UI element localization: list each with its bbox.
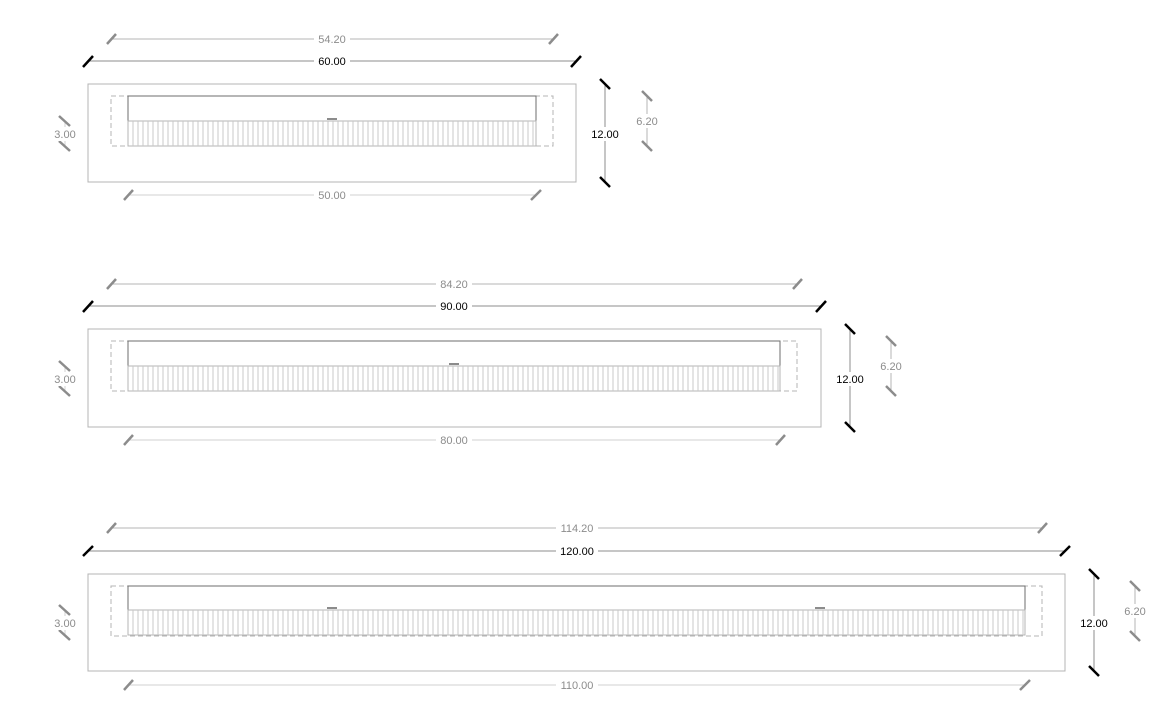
outer-frame [87,573,1066,672]
dim-inner-top: 114.20 [106,521,1048,535]
dim-label: 12.00 [591,129,619,141]
dim-inner-top: 84.20 [106,277,803,291]
drawing-60: 54.20 60.00 50.00 3.00 [52,32,661,202]
drawing-120: 114.20 120.00 110.00 3.00 [52,521,1149,692]
dim-label: 110.00 [561,680,594,692]
cap-bar [127,340,781,367]
dim-label: 54.20 [318,34,346,46]
dim-outer-top: 120.00 [82,544,1071,558]
dim-label: 6.20 [1124,606,1145,618]
dim-inner-top: 54.20 [106,32,559,46]
dim-height: 12.00 [1079,568,1111,677]
slat-lines [132,121,534,146]
outer-frame [87,83,577,183]
dim-outer-top: 90.00 [82,299,827,313]
dim-left: 3.00 [52,360,78,397]
dim-label: 120.00 [560,546,594,558]
dim-bottom: 80.00 [123,433,786,447]
dim-outer-top: 60.00 [82,54,582,68]
dim-label: 12.00 [1080,618,1108,630]
slat-body [127,365,781,392]
dim-height-inner: 6.20 [1121,580,1149,642]
dim-label: 3.00 [54,129,75,141]
dim-label: 3.00 [54,618,75,630]
dim-label: 80.00 [440,435,468,447]
dim-label: 6.20 [636,116,657,128]
outer-frame [87,328,822,428]
dim-height-inner: 6.20 [633,90,661,152]
dim-label: 50.00 [318,190,346,202]
dim-left: 3.00 [52,115,78,152]
dim-label: 3.00 [54,374,75,386]
dim-label: 114.20 [561,523,594,535]
dim-label: 6.20 [880,361,901,373]
dim-bottom: 110.00 [123,678,1031,692]
dim-height: 12.00 [590,78,622,188]
dim-label: 12.00 [836,374,864,386]
drawing-90: 84.20 90.00 80.00 3.00 1 [52,277,905,447]
cap-bar [127,585,1026,611]
slat-body [127,609,1026,636]
dim-label: 60.00 [318,56,346,68]
dim-label: 84.20 [440,279,468,291]
dim-height: 12.00 [835,323,867,433]
dim-height-inner: 6.20 [877,335,905,397]
slat-lines [132,366,779,391]
slat-body [127,120,537,147]
dim-label: 90.00 [440,301,468,313]
cap-bar [127,95,537,122]
dim-left: 3.00 [52,604,78,641]
dim-bottom: 50.00 [123,188,542,202]
slat-lines [132,610,1024,635]
